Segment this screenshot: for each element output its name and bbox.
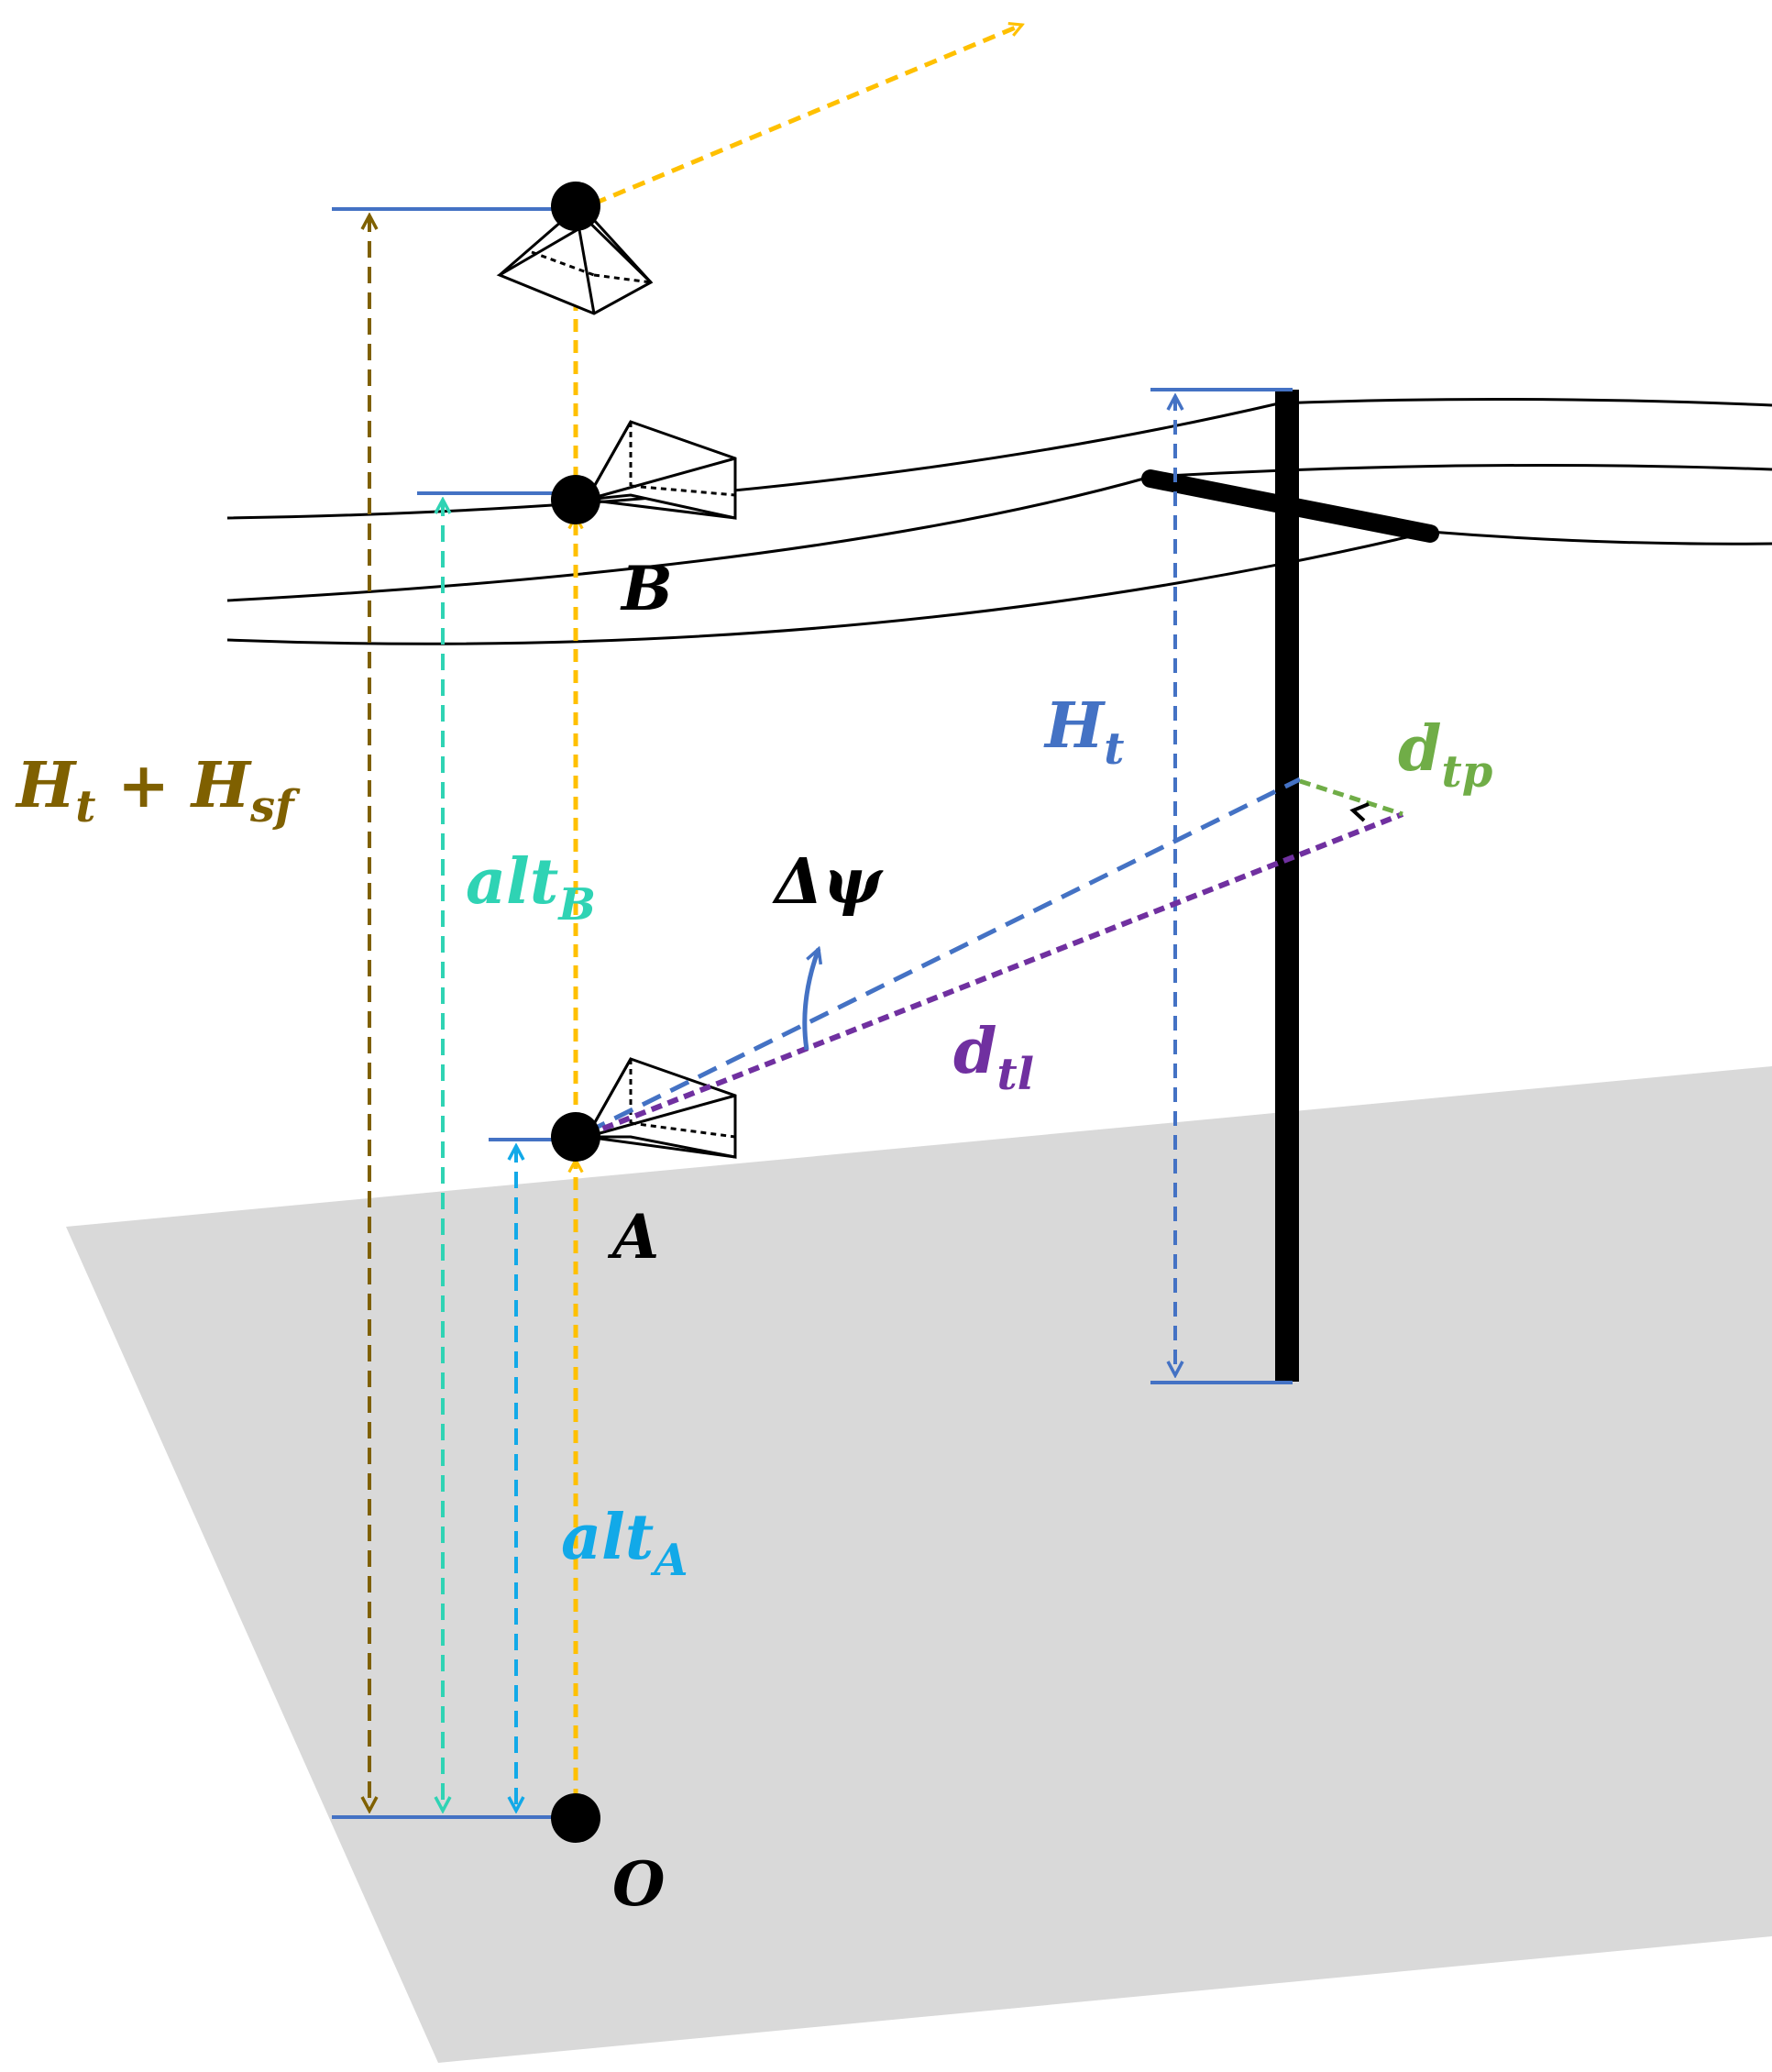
flight-trajectory xyxy=(576,25,1022,1802)
camera-frustum-top xyxy=(496,207,654,315)
point-a-marker xyxy=(551,1112,600,1162)
label-dtp: dtp xyxy=(1398,712,1492,798)
point-o-marker xyxy=(551,1793,600,1843)
point-b-marker xyxy=(551,475,600,524)
label-ht: Ht xyxy=(1043,689,1124,775)
power-lines xyxy=(226,397,1772,645)
label-alt-b: altB xyxy=(466,845,596,931)
label-ht-plus-hsf: Ht + Hsf xyxy=(15,749,301,832)
label-alt-a: altA xyxy=(561,1501,688,1586)
point-top xyxy=(551,182,600,231)
camera-frustum-b xyxy=(584,420,737,520)
label-o: O xyxy=(612,1848,666,1920)
label-delta-psi: Δψ xyxy=(772,845,884,919)
utility-pole xyxy=(1141,390,1439,1382)
label-a: A xyxy=(607,1201,659,1273)
line-of-sight-to-pole xyxy=(585,777,1302,1135)
dtp-line xyxy=(1299,778,1403,817)
right-angle-mark xyxy=(1349,802,1370,822)
delta-psi-arc xyxy=(802,949,819,1051)
label-b: B xyxy=(620,553,673,624)
dtl-line xyxy=(585,811,1404,1138)
ground-plane xyxy=(66,1066,1772,2063)
label-dtl: dtl xyxy=(953,1015,1034,1100)
